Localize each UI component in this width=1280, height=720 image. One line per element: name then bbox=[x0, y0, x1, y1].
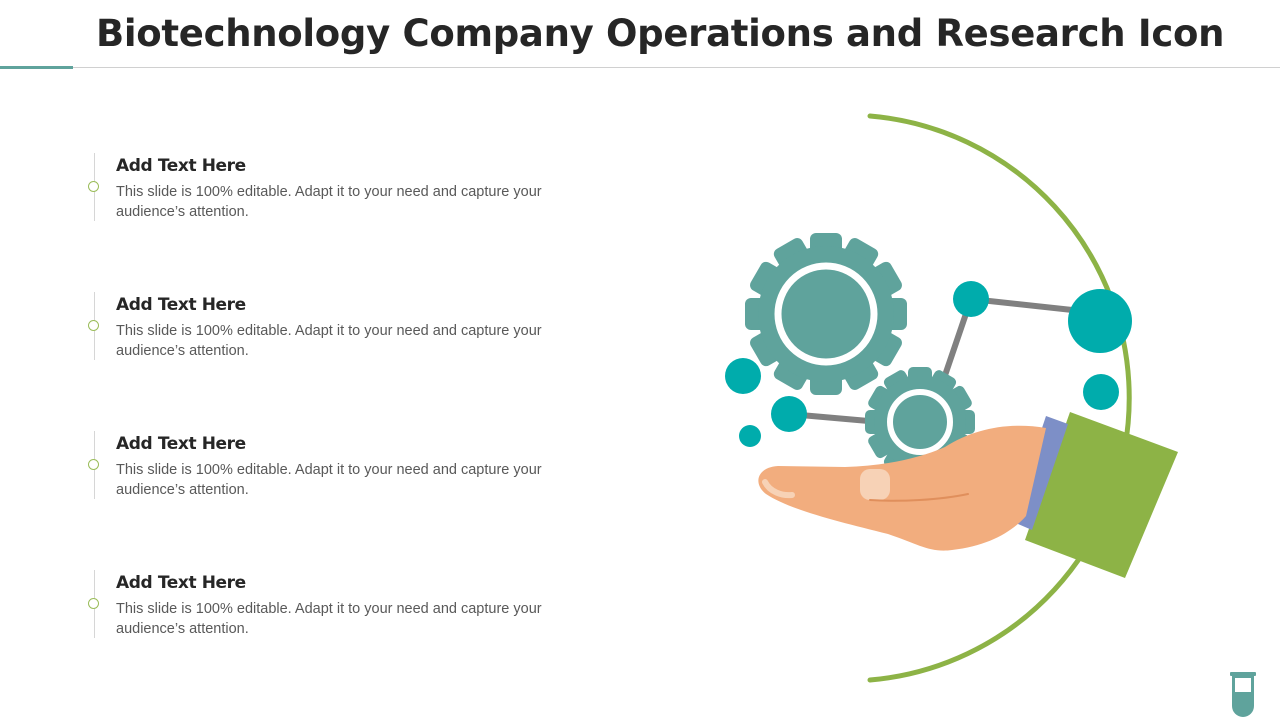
test-tube-icon bbox=[1230, 672, 1256, 717]
text-item-2: Add Text Here This slide is 100% editabl… bbox=[80, 292, 580, 362]
bullet-dot-icon bbox=[88, 181, 99, 192]
item-body: This slide is 100% editable. Adapt it to… bbox=[116, 462, 542, 498]
text-item-3: Add Text Here This slide is 100% editabl… bbox=[80, 431, 580, 501]
molecule-atoms bbox=[725, 281, 1132, 447]
bullet-dot-icon bbox=[88, 598, 99, 609]
hand-holding-gears-and-molecule-icon bbox=[725, 113, 1178, 683]
bullet-dot-icon bbox=[88, 459, 99, 470]
item-body: This slide is 100% editable. Adapt it to… bbox=[116, 184, 542, 220]
text-item-1: Add Text Here This slide is 100% editabl… bbox=[80, 153, 580, 223]
item-body: This slide is 100% editable. Adapt it to… bbox=[116, 323, 542, 359]
title-accent-bar bbox=[0, 66, 73, 69]
slide-title: Biotechnology Company Operations and Res… bbox=[96, 12, 1225, 55]
title-divider bbox=[73, 67, 1280, 68]
small-gear-icon bbox=[865, 367, 975, 477]
bullet-dot-icon bbox=[88, 320, 99, 331]
item-body: This slide is 100% editable. Adapt it to… bbox=[116, 601, 542, 637]
item-heading: Add Text Here bbox=[116, 156, 246, 176]
item-heading: Add Text Here bbox=[116, 573, 246, 593]
hand-icon bbox=[758, 425, 1046, 551]
item-heading: Add Text Here bbox=[116, 295, 246, 315]
item-heading: Add Text Here bbox=[116, 434, 246, 454]
text-item-4: Add Text Here This slide is 100% editabl… bbox=[80, 570, 580, 640]
arc-decoration bbox=[867, 113, 1132, 683]
large-gear-icon bbox=[745, 233, 907, 395]
